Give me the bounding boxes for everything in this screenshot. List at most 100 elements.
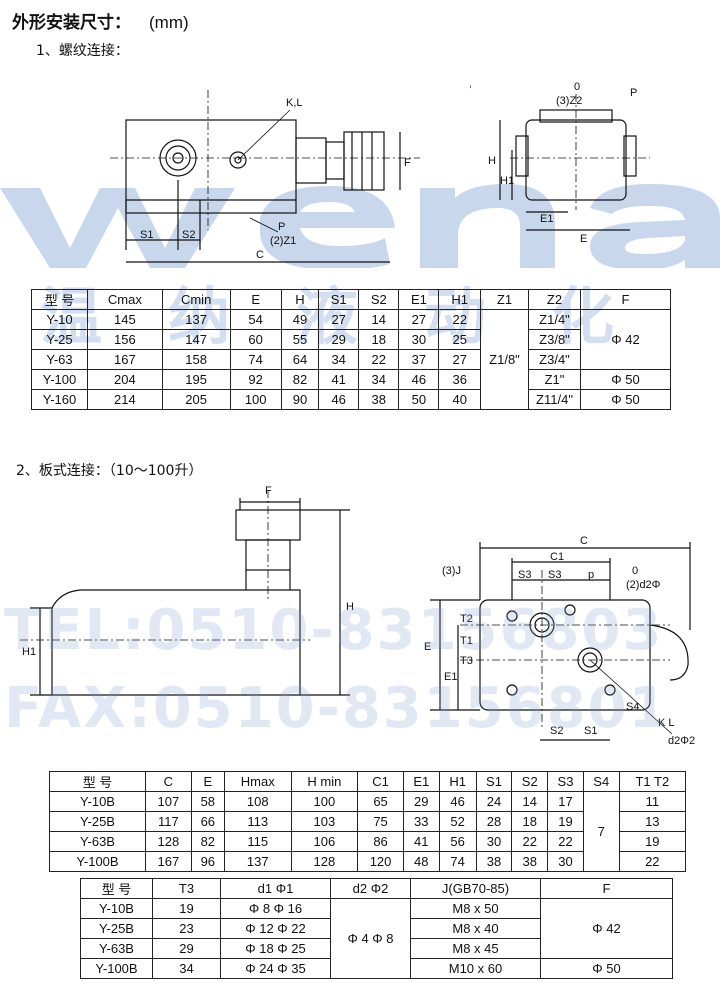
table-cell: 37 [398, 349, 440, 370]
table-row: Y-160 214 205 100 90 46 38 50 40 Z11/4" … [31, 389, 671, 410]
drawing1-label: K,L [286, 97, 303, 109]
table-header-cell: E [229, 289, 282, 310]
table-cell: 41 [318, 369, 360, 390]
table-header-cell: d1 Φ1 [220, 878, 331, 899]
drawing1-label: F [404, 157, 411, 169]
table-cell: 46 [398, 369, 440, 390]
table-cell: 96 [190, 851, 225, 872]
table-cell: 74 [229, 349, 282, 370]
table-header-cell: Cmax [87, 289, 163, 310]
table-cell: 48 [402, 851, 440, 872]
table-cell: 145 [87, 309, 163, 330]
table-header-cell: H1 [438, 289, 481, 310]
table-cell: Φ 24 Φ 35 [220, 958, 331, 979]
table-header-cell: d2 Φ2 [330, 878, 411, 899]
table-cell: 167 [145, 851, 192, 872]
table-cell: 214 [87, 389, 163, 410]
table3: 型 号 T3 d1 Φ1 d2 Φ2 J(GB70-85) F Y-10B 19… [80, 878, 673, 979]
drawing2-label: E1 [444, 671, 457, 683]
table-cell: Z3/8" [528, 329, 581, 350]
drawing2-label: C1 [550, 551, 564, 563]
table-cell: 22 [438, 309, 481, 330]
table-header-cell: H [280, 289, 320, 310]
table3-header: 型 号 T3 d1 Φ1 d2 Φ2 J(GB70-85) F [80, 878, 673, 899]
table-cell: Z11/4" [528, 389, 581, 410]
table-cell: Y-100 [31, 369, 88, 390]
drawing1-end-view: P 0 (3)Z2 P H H1 E1 E [470, 81, 650, 245]
table-header-cell: S1 [318, 289, 360, 310]
table-cell: Φ 50 [580, 389, 671, 410]
table-header-cell: E [190, 771, 225, 792]
table-cell: 158 [161, 349, 231, 370]
table-cell: 106 [290, 831, 359, 852]
table-cell: Φ 50 [540, 958, 673, 979]
table-cell: 24 [475, 791, 513, 812]
table-cell: 128 [290, 851, 359, 872]
table-cell: 27 [398, 309, 440, 330]
table-cell: Y-10B [80, 898, 153, 919]
table-cell: 28 [475, 811, 513, 832]
table-cell: 167 [87, 349, 163, 370]
table-cell: 86 [357, 831, 404, 852]
table-cell: 66 [190, 811, 225, 832]
table-cell: M8 x 40 [410, 918, 541, 939]
table-cell: 19 [618, 831, 687, 852]
table-cell: Y-25 [31, 329, 88, 350]
table-cell-s4: 7 [582, 791, 620, 872]
table-cell: Y-100B [80, 958, 153, 979]
drawing1-label: S1 [140, 229, 153, 241]
drawing2-label: d2Φ2 [668, 735, 695, 747]
table-cell-f: Φ 42 [580, 309, 671, 370]
section1-label: 1、螺纹连接： [36, 43, 129, 59]
table-cell: 40 [438, 389, 481, 410]
table-cell: 54 [229, 309, 282, 330]
table-cell: 107 [145, 791, 192, 812]
table-header-cell: T1 T2 [618, 771, 687, 792]
table-cell: 29 [152, 938, 221, 959]
table-cell: 204 [87, 369, 163, 390]
table-cell: 195 [161, 369, 231, 390]
table-cell: Z1/4" [528, 309, 581, 330]
table-row: Y-100 204 195 92 82 41 34 46 36 Z1" Φ 50 [31, 369, 671, 390]
table2: 型 号 C E Hmax H min C1 E1 H1 S1 S2 S3 S4 … [49, 771, 687, 872]
table-header-cell: 型 号 [31, 289, 88, 310]
table-cell: 41 [402, 831, 440, 852]
table-cell: 18 [511, 811, 549, 832]
drawing1-side-view: K,L S1 S2 P (2)Z1 C F [110, 90, 420, 263]
table-cell: 19 [547, 811, 584, 832]
table-cell: 27 [438, 349, 481, 370]
table-cell: 100 [229, 389, 282, 410]
table-cell: 65 [357, 791, 404, 812]
drawing2-label: S1 [584, 725, 597, 737]
table-cell: 33 [402, 811, 440, 832]
table-cell: Y-100B [49, 851, 146, 872]
table-cell: 82 [280, 369, 320, 390]
drawing2-label: E [424, 641, 431, 653]
table-cell: 13 [618, 811, 687, 832]
table-cell: 34 [152, 958, 221, 979]
table-header-cell: J(GB70-85) [410, 878, 541, 899]
table1: 型 号 Cmax Cmin E H S1 S2 E1 H1 Z1 Z2 F Y-… [31, 289, 671, 410]
table-cell: 34 [358, 369, 400, 390]
table-cell: 25 [438, 329, 481, 350]
table-cell: 38 [511, 851, 549, 872]
table-cell: 17 [547, 791, 584, 812]
drawing1-label: E [580, 233, 587, 245]
table-cell: Y-63B [49, 831, 146, 852]
table-cell: Φ 12 Φ 22 [220, 918, 331, 939]
table-cell: 60 [229, 329, 282, 350]
table-cell: 14 [358, 309, 400, 330]
table-cell: 120 [357, 851, 404, 872]
drawing1-label: 0 [574, 81, 580, 93]
table-cell: Y-63B [80, 938, 153, 959]
table-row: Y-10B 107 58 108 100 65 29 46 24 14 17 7… [49, 791, 687, 872]
drawing2-label: p [588, 569, 594, 581]
table-cell: 108 [223, 791, 292, 812]
table-cell: 29 [402, 791, 440, 812]
table-header-cell: Z2 [528, 289, 581, 310]
drawing2-label: F [265, 485, 272, 497]
table-header-cell: 型 号 [49, 771, 146, 792]
table-cell: M8 x 50 [410, 898, 541, 919]
table-cell: Φ 18 Φ 25 [220, 938, 331, 959]
drawing2-label: (3)J [442, 565, 461, 577]
